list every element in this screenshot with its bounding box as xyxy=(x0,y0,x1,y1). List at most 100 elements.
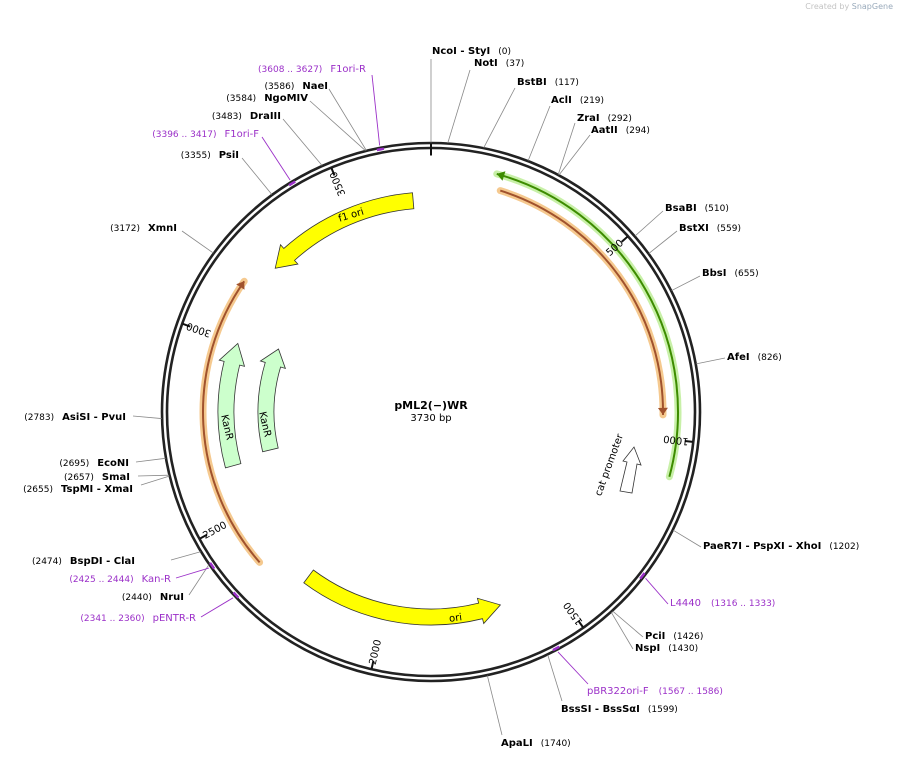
enzyme-leader xyxy=(547,654,563,702)
enzyme-label: PciI (1426) xyxy=(645,631,703,642)
tick-label: 3500 xyxy=(328,170,348,198)
enzyme-label: PaeR7I - PspXI - XhoI(1202) xyxy=(703,541,859,552)
enzyme-coord: (117) xyxy=(555,78,579,88)
tick-label: 1500 xyxy=(562,600,586,627)
primer-mark xyxy=(552,645,560,652)
primer-leader xyxy=(557,651,589,685)
tick-mark xyxy=(620,235,629,243)
enzyme-leader xyxy=(486,675,503,736)
enzyme-label: BstBI (117) xyxy=(517,77,579,88)
tick-mark xyxy=(684,439,693,443)
enzyme-coord: (2655) xyxy=(23,485,53,495)
enzyme-coord: (559) xyxy=(717,224,741,234)
enzyme-coord: (1426) xyxy=(673,632,703,642)
primer-mark xyxy=(376,147,385,152)
enzyme-coord: (3355) xyxy=(181,151,211,161)
primer-coord: (2341 .. 2360) xyxy=(80,614,144,624)
enzyme-label: BssSI - BssSαI(1599) xyxy=(561,704,678,715)
enzyme-name: AclI xyxy=(551,95,572,106)
enzyme-label: (2657)SmaI xyxy=(64,472,130,483)
feature-arrow xyxy=(217,342,246,469)
feature-arrow xyxy=(274,192,415,269)
enzyme-name: BbsI xyxy=(702,268,726,279)
snapgene-credit: Created by SnapGene xyxy=(805,2,893,11)
enzyme-layer: NcoI - StyI(0)NotI(37)BstBI(117)AclI(219… xyxy=(23,46,859,749)
enzyme-coord: (655) xyxy=(734,269,758,279)
enzyme-leader xyxy=(241,157,273,195)
primer-leader xyxy=(645,578,669,605)
enzyme-coord: (826) xyxy=(758,353,782,363)
enzyme-label: BsaBI(510) xyxy=(665,203,729,214)
enzyme-coord: (2657) xyxy=(64,473,94,483)
tick-label: 3000 xyxy=(185,320,213,339)
enzyme-coord: (0) xyxy=(498,47,511,57)
enzyme-name: BsaBI xyxy=(665,203,697,214)
enzyme-label: (3483)DraIII xyxy=(212,111,281,122)
tick-mark xyxy=(199,533,208,540)
enzyme-label: (2783)AsiSI - PvuI xyxy=(24,412,126,423)
feature-arrow xyxy=(257,348,287,453)
primer-leader xyxy=(175,567,209,579)
enzyme-coord: (219) xyxy=(580,96,604,106)
enzyme-name: BssSI - BssSαI xyxy=(561,704,640,715)
primer-label: (2341 .. 2360)pENTR-R xyxy=(80,613,196,624)
feature-label: ori xyxy=(448,612,462,625)
primer-label: L4440(1316 .. 1333) xyxy=(670,598,775,609)
primer-name: F1ori-R xyxy=(330,64,366,75)
enzyme-name: TspMI - XmaI xyxy=(61,484,133,495)
feature-halo xyxy=(496,187,667,419)
enzyme-leader xyxy=(612,610,644,638)
enzyme-name: NruI xyxy=(160,592,184,603)
enzyme-leader xyxy=(282,118,323,166)
enzyme-name: AfeI xyxy=(727,352,750,363)
enzyme-name: PciI xyxy=(645,631,665,642)
enzyme-leader xyxy=(696,357,726,365)
feature-line xyxy=(499,189,664,415)
enzyme-label: AatII(294) xyxy=(591,125,650,136)
primer-label: (3608 .. 3627) F1ori-R xyxy=(258,64,366,75)
primer-name: pBR322ori-F xyxy=(587,686,649,697)
credit-text: Created by xyxy=(805,2,850,11)
enzyme-name: NotI xyxy=(474,58,498,69)
enzyme-name: PaeR7I - PspXI - XhoI xyxy=(703,541,821,552)
backbone-inner-ring xyxy=(165,146,697,678)
enzyme-leader xyxy=(135,457,166,463)
enzyme-label: AfeI (826) xyxy=(727,352,782,363)
enzyme-label: (2695)EcoNI xyxy=(59,458,129,469)
feature-halo xyxy=(493,170,682,481)
enzyme-name: PsiI xyxy=(219,150,239,161)
primer-coord: (3608 .. 3627) xyxy=(258,65,322,75)
enzyme-label: (3172)XmnI xyxy=(110,223,177,234)
primer-leader xyxy=(371,74,381,146)
enzyme-name: BspDI - ClaI xyxy=(70,556,135,567)
enzyme-name: ZraI xyxy=(577,113,600,124)
primer-coord: (2425 .. 2444) xyxy=(69,575,133,585)
enzyme-name: BstBI xyxy=(517,77,547,88)
primer-name: F1ori-F xyxy=(225,129,260,140)
feature-arrowhead xyxy=(496,171,506,181)
plasmid-name: pML2(−)WR xyxy=(394,399,468,412)
primer-coord: (1316 .. 1333) xyxy=(711,599,775,609)
enzyme-coord: (1430) xyxy=(668,644,698,654)
enzyme-name: AsiSI - PvuI xyxy=(62,412,126,423)
enzyme-label: (2474)BspDI - ClaI xyxy=(32,556,135,567)
cat-promoter-arrow xyxy=(619,446,642,494)
enzyme-label: NspI(1430) xyxy=(635,643,698,654)
enzyme-leader xyxy=(483,87,516,148)
enzyme-leader xyxy=(188,564,210,596)
enzyme-name: DraIII xyxy=(250,111,281,122)
enzyme-name: NcoI - StyI xyxy=(432,46,490,57)
primer-label: pBR322ori-F(1567 .. 1586) xyxy=(587,686,723,697)
enzyme-leader xyxy=(557,122,576,175)
tick-label: 2000 xyxy=(368,639,384,666)
enzyme-name: NgoMIV xyxy=(264,93,308,104)
enzyme-coord: (2440) xyxy=(122,593,152,603)
tick-label: 2500 xyxy=(201,520,229,542)
enzyme-label: (3586)NaeI xyxy=(264,81,328,92)
tick-label: 1000 xyxy=(663,433,690,447)
plasmid-length: 3730 bp xyxy=(410,413,451,424)
feature-arrowhead xyxy=(657,407,668,415)
feature-line xyxy=(496,172,679,478)
